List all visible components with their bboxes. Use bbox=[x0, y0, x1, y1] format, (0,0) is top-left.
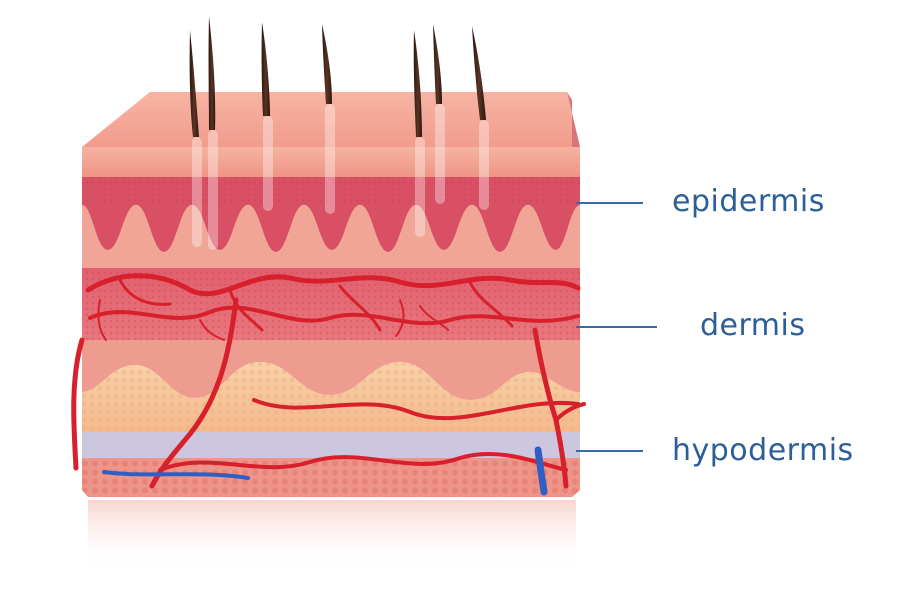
epidermis-label: epidermis bbox=[672, 184, 825, 219]
skin-surface-top bbox=[82, 92, 580, 147]
blood-vessel-network bbox=[71, 273, 586, 489]
hair-follicles bbox=[192, 104, 489, 250]
dermis-label: dermis bbox=[700, 308, 806, 343]
epidermis-layer bbox=[82, 147, 580, 272]
label-leader-lines bbox=[576, 202, 657, 452]
vein-network bbox=[102, 446, 548, 496]
hypodermis-label: hypodermis bbox=[672, 433, 854, 468]
adipose-layer bbox=[82, 362, 580, 432]
hairs bbox=[189, 16, 486, 137]
reflection bbox=[88, 500, 576, 570]
subcutis-layer bbox=[82, 458, 580, 497]
